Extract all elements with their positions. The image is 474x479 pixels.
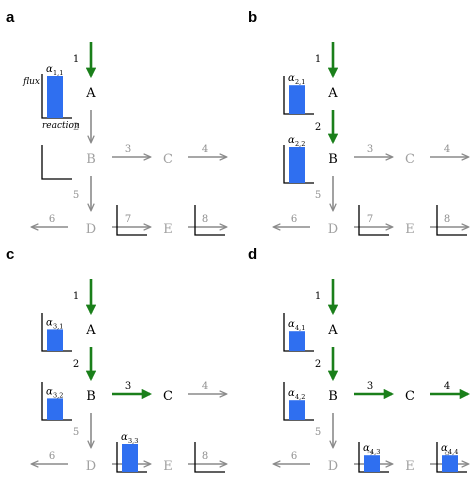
- node-B: B: [86, 152, 96, 167]
- flux-axes-r3: [358, 205, 389, 236]
- alpha-label-r1: α: [288, 73, 295, 84]
- alpha-label-r1: α: [288, 319, 295, 330]
- reaction-1-label: 1: [315, 291, 321, 302]
- reaction-8-label: 8: [202, 214, 208, 225]
- reaction-6-label: 6: [291, 214, 297, 225]
- reaction-1-label: 1: [315, 54, 321, 65]
- alpha-label-r1: α: [46, 64, 53, 75]
- reaction-3-label: 3: [125, 381, 131, 392]
- flux-bar-r3: [364, 455, 380, 472]
- node-D: D: [86, 459, 96, 474]
- alpha-label-r3: α: [121, 432, 128, 443]
- reaction-4-label: 4: [444, 381, 450, 392]
- node-C: C: [163, 389, 173, 404]
- reaction-5-label: 5: [315, 427, 321, 438]
- panel-label-d: d: [248, 246, 257, 263]
- reaction-2-label: 2: [73, 359, 79, 370]
- node-A: A: [85, 86, 96, 101]
- node-C: C: [405, 389, 415, 404]
- reaction-2-label: 2: [73, 122, 79, 133]
- axis-label-flux: flux: [22, 77, 40, 87]
- reaction-6-label: 6: [291, 451, 297, 462]
- panel-c: cABCDE12345678α3,1α3,2α3,3: [6, 246, 226, 474]
- node-E: E: [405, 222, 415, 237]
- alpha-subscript-r1: 3,1: [53, 322, 63, 330]
- flux-axes-r3: [116, 205, 147, 236]
- alpha-label-r2: α: [46, 386, 53, 397]
- reaction-6-label: 6: [49, 451, 55, 462]
- node-E: E: [405, 459, 415, 474]
- panel-d: dABCDE12345678α4,1α4,2α4,3α4,4: [248, 246, 471, 474]
- node-E: E: [163, 222, 173, 237]
- panel-label-b: b: [248, 9, 257, 26]
- node-E: E: [163, 459, 173, 474]
- reaction-3-label: 3: [367, 381, 373, 392]
- reaction-3-label: 3: [367, 144, 373, 155]
- reaction-8-label: 8: [202, 451, 208, 462]
- flux-bar-r1: [47, 329, 63, 351]
- reaction-8-label: 8: [444, 214, 450, 225]
- node-A: A: [85, 323, 96, 338]
- panel-label-c: c: [6, 246, 14, 263]
- node-D: D: [328, 459, 338, 474]
- flux-bar-r4: [442, 455, 458, 472]
- reaction-5-label: 5: [315, 190, 321, 201]
- reaction-4-label: 4: [444, 144, 450, 155]
- alpha-subscript-r1: 1,1: [53, 69, 63, 77]
- alpha-label-r4: α: [441, 443, 448, 454]
- node-C: C: [163, 152, 173, 167]
- reaction-6-label: 6: [49, 214, 55, 225]
- reaction-4-label: 4: [202, 144, 208, 155]
- alpha-subscript-r1: 4,1: [295, 324, 305, 332]
- alpha-label-r1: α: [46, 317, 53, 328]
- reaction-7-label: 7: [367, 214, 373, 225]
- reaction-2-label: 2: [315, 122, 321, 133]
- flux-axes-r4: [194, 442, 225, 473]
- reaction-4-label: 4: [202, 381, 208, 392]
- alpha-subscript-r4: 4,4: [448, 448, 458, 456]
- panel-label-a: a: [6, 9, 15, 26]
- flux-axes-r4: [194, 205, 225, 236]
- node-B: B: [328, 389, 338, 404]
- reaction-1-label: 1: [73, 54, 79, 65]
- alpha-label-r3: α: [363, 443, 370, 454]
- reaction-7-label: 7: [125, 214, 131, 225]
- alpha-subscript-r3: 4,3: [370, 448, 380, 456]
- flux-bar-r2: [47, 398, 63, 420]
- reaction-5-label: 5: [73, 427, 79, 438]
- reaction-3-label: 3: [125, 144, 131, 155]
- alpha-label-r2: α: [288, 388, 295, 399]
- alpha-subscript-r1: 2,1: [295, 78, 305, 86]
- alpha-subscript-r2: 4,2: [295, 393, 305, 401]
- node-B: B: [328, 152, 338, 167]
- flux-bar-r3: [122, 444, 138, 472]
- flux-axes-r4: [436, 205, 467, 236]
- flux-bar-r1: [289, 331, 305, 351]
- reaction-2-label: 2: [315, 359, 321, 370]
- flux-bar-r2: [289, 400, 305, 420]
- flux-bar-r1: [47, 76, 63, 118]
- node-B: B: [86, 389, 96, 404]
- reaction-5-label: 5: [73, 190, 79, 201]
- reaction-1-label: 1: [73, 291, 79, 302]
- node-A: A: [327, 323, 338, 338]
- alpha-subscript-r3: 3,3: [128, 437, 138, 445]
- flux-axes-r2: [41, 145, 72, 180]
- node-A: A: [327, 86, 338, 101]
- flux-bar-r2: [289, 147, 305, 183]
- node-D: D: [86, 222, 96, 237]
- node-D: D: [328, 222, 338, 237]
- alpha-label-r2: α: [288, 135, 295, 146]
- alpha-subscript-r2: 2,2: [295, 140, 305, 148]
- flux-bar-r1: [289, 85, 305, 114]
- alpha-subscript-r2: 3,2: [53, 391, 63, 399]
- axis-label-reaction: reaction: [42, 121, 80, 131]
- node-C: C: [405, 152, 415, 167]
